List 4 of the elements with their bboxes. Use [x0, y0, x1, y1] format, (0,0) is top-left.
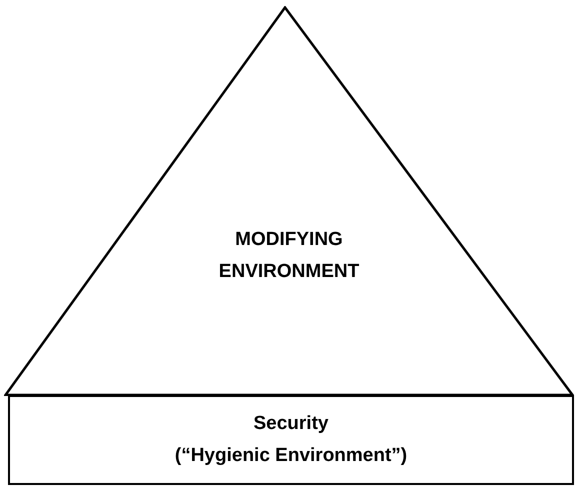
box-heading: Security: [254, 412, 328, 436]
box-subtitle: (“Hygienic Environment”): [174, 444, 408, 468]
base-box: [8, 395, 574, 485]
triangle-label: MODIFYING ENVIRONMENT: [218, 228, 360, 284]
